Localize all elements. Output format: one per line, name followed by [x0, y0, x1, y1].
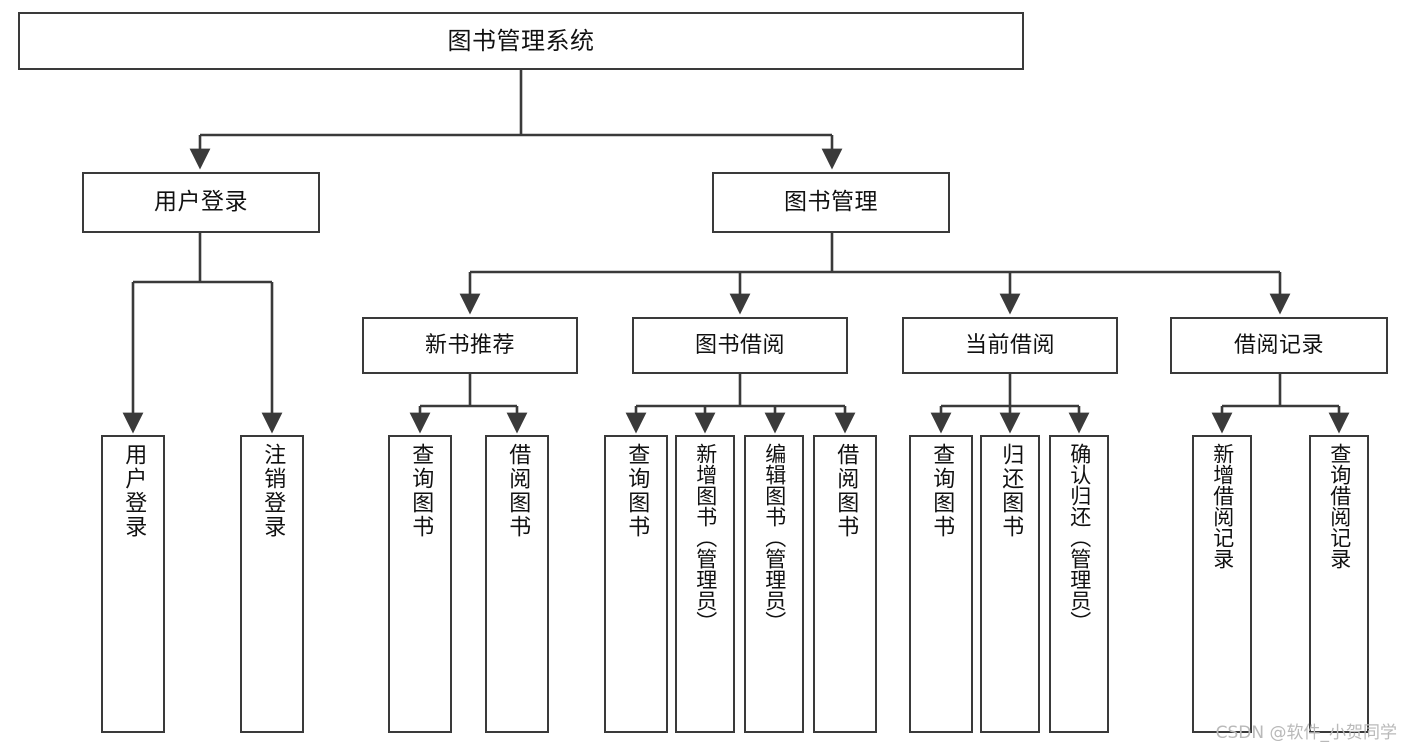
node-leaf-return-book[interactable]: 归还图书: [980, 435, 1040, 733]
node-leaf-query-record[interactable]: 查询借阅记录: [1309, 435, 1369, 733]
node-leaf-add-book[interactable]: 新增图书（管理员）: [675, 435, 735, 733]
node-leaf-edit-book-label: 编辑图书（管理员）: [762, 443, 787, 632]
node-book-borrow[interactable]: 图书借阅: [632, 317, 848, 374]
node-leaf-borrow-book-2[interactable]: 借阅图书: [813, 435, 877, 733]
node-root[interactable]: 图书管理系统: [18, 12, 1024, 70]
node-leaf-query-book-1[interactable]: 查询图书: [388, 435, 452, 733]
node-leaf-add-record-label: 新增借阅记录: [1210, 443, 1235, 569]
node-leaf-query-book-3-label: 查询图书: [929, 443, 955, 539]
node-leaf-user-login-label: 用户登录: [121, 443, 147, 539]
node-leaf-confirm-return-label: 确认归还（管理员）: [1067, 443, 1092, 632]
node-leaf-borrow-book-2-label: 借阅图书: [833, 443, 859, 539]
node-leaf-query-book-2[interactable]: 查询图书: [604, 435, 668, 733]
node-leaf-user-login[interactable]: 用户登录: [101, 435, 165, 733]
node-root-label: 图书管理系统: [447, 26, 595, 55]
watermark-text: CSDN @软件_小贺同学: [1215, 723, 1397, 743]
node-leaf-confirm-return[interactable]: 确认归还（管理员）: [1049, 435, 1109, 733]
node-book-borrow-label: 图书借阅: [694, 332, 785, 358]
node-leaf-add-record[interactable]: 新增借阅记录: [1192, 435, 1252, 733]
node-user-login[interactable]: 用户登录: [82, 172, 320, 233]
node-book-manage-label: 图书管理: [784, 188, 878, 215]
node-leaf-user-logout[interactable]: 注销登录: [240, 435, 304, 733]
node-leaf-query-record-label: 查询借阅记录: [1327, 443, 1352, 569]
node-current-borrow-label: 当前借阅: [964, 332, 1055, 358]
node-borrow-record[interactable]: 借阅记录: [1170, 317, 1388, 374]
node-leaf-add-book-label: 新增图书（管理员）: [693, 443, 718, 632]
node-leaf-query-book-2-label: 查询图书: [624, 443, 650, 539]
node-user-login-label: 用户登录: [154, 188, 248, 215]
node-current-borrow[interactable]: 当前借阅: [902, 317, 1118, 374]
node-new-book-recommend[interactable]: 新书推荐: [362, 317, 578, 374]
node-borrow-record-label: 借阅记录: [1233, 332, 1324, 358]
node-leaf-edit-book[interactable]: 编辑图书（管理员）: [744, 435, 804, 733]
node-leaf-user-logout-label: 注销登录: [260, 443, 286, 539]
node-leaf-borrow-book-1[interactable]: 借阅图书: [485, 435, 549, 733]
node-leaf-return-book-label: 归还图书: [998, 443, 1024, 539]
node-leaf-query-book-3[interactable]: 查询图书: [909, 435, 973, 733]
node-book-manage[interactable]: 图书管理: [712, 172, 950, 233]
node-leaf-borrow-book-1-label: 借阅图书: [505, 443, 531, 539]
node-new-book-recommend-label: 新书推荐: [424, 332, 515, 358]
node-leaf-query-book-1-label: 查询图书: [408, 443, 434, 539]
